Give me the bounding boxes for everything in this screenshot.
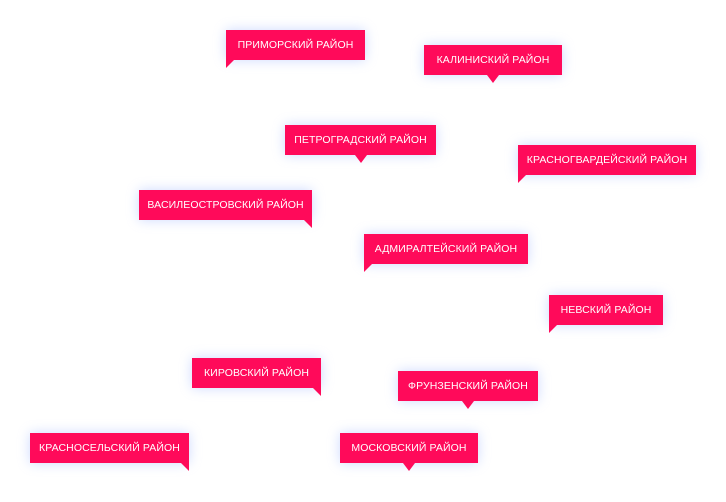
district-marker-primorsky[interactable]: ПРИМОРСКИЙ РАЙОН bbox=[226, 30, 365, 68]
marker-tail bbox=[462, 401, 474, 409]
district-marker-vasileostrovsky[interactable]: ВАСИЛЕОСТРОВСКИЙ РАЙОН bbox=[139, 190, 312, 228]
district-label: ФРУНЗЕНСКИЙ РАЙОН bbox=[408, 380, 528, 392]
district-label: ПЕТРОГРАДСКИЙ РАЙОН bbox=[294, 134, 427, 146]
district-label: НЕВСКИЙ РАЙОН bbox=[560, 304, 652, 316]
marker-tail bbox=[518, 175, 526, 183]
district-marker-frunzensky[interactable]: ФРУНЗЕНСКИЙ РАЙОН bbox=[398, 371, 538, 409]
district-marker-kirovsky[interactable]: КИРОВСКИЙ РАЙОН bbox=[192, 358, 321, 396]
marker-tail bbox=[313, 388, 321, 396]
marker-tail bbox=[364, 264, 372, 272]
marker-tail bbox=[304, 220, 312, 228]
district-marker-admiralteysky[interactable]: АДМИРАЛТЕЙСКИЙ РАЙОН bbox=[364, 234, 528, 272]
district-label: МОСКОВСКИЙ РАЙОН bbox=[351, 442, 467, 454]
district-label: КРАСНОГВАРДЕЙСКИЙ РАЙОН bbox=[526, 154, 688, 166]
marker-tail bbox=[487, 75, 499, 83]
district-label: ВАСИЛЕОСТРОВСКИЙ РАЙОН bbox=[147, 199, 304, 211]
district-marker-moskovsky[interactable]: МОСКОВСКИЙ РАЙОН bbox=[340, 433, 478, 471]
district-label: АДМИРАЛТЕЙСКИЙ РАЙОН bbox=[374, 243, 518, 255]
district-label: ПРИМОРСКИЙ РАЙОН bbox=[237, 39, 354, 51]
district-marker-nevsky[interactable]: НЕВСКИЙ РАЙОН bbox=[549, 295, 663, 333]
marker-tail bbox=[403, 463, 415, 471]
district-label: КРАСНОСЕЛЬСКИЙ РАЙОН bbox=[39, 442, 180, 454]
marker-tail bbox=[181, 463, 189, 471]
marker-tail bbox=[549, 325, 557, 333]
district-label: КИРОВСКИЙ РАЙОН bbox=[203, 367, 310, 379]
marker-tail bbox=[226, 60, 234, 68]
marker-tail bbox=[354, 155, 367, 163]
district-marker-krasnoselsky[interactable]: КРАСНОСЕЛЬСКИЙ РАЙОН bbox=[30, 433, 189, 471]
district-label: КАЛИНИСКИЙ РАЙОН bbox=[436, 54, 550, 66]
district-marker-kalininsky[interactable]: КАЛИНИСКИЙ РАЙОН bbox=[424, 45, 562, 83]
district-marker-petrogradsky[interactable]: ПЕТРОГРАДСКИЙ РАЙОН bbox=[285, 125, 436, 163]
district-marker-krasnogvardeysky[interactable]: КРАСНОГВАРДЕЙСКИЙ РАЙОН bbox=[518, 145, 696, 183]
